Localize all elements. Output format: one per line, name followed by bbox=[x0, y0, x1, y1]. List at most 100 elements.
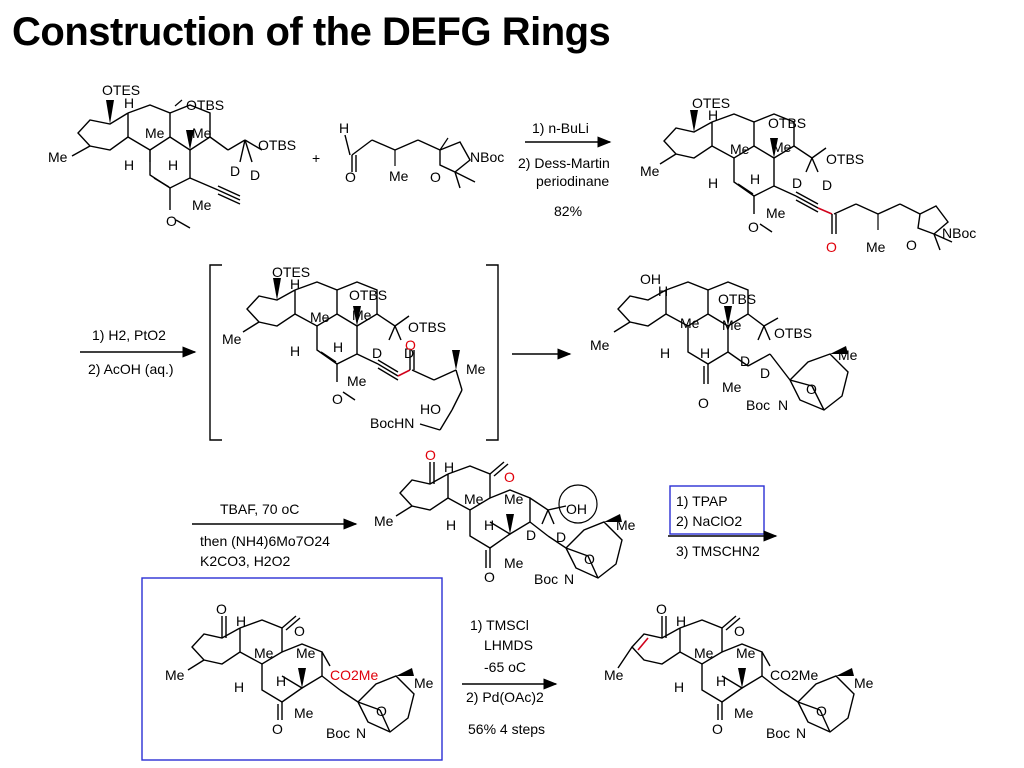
mol5-d-1: D bbox=[740, 353, 750, 369]
mol4-me-alkyne: Me bbox=[347, 373, 367, 389]
mol3-me-alkyne: Me bbox=[766, 205, 786, 221]
mol8-me-ring2: Me bbox=[854, 675, 874, 691]
mol4-otbs-1: OTBS bbox=[349, 287, 387, 303]
mol4-me-mid: Me bbox=[310, 309, 330, 325]
step5-line3: -65 oC bbox=[484, 659, 526, 675]
mol8-me-mid: Me bbox=[694, 645, 714, 661]
mol4-h-mid: H bbox=[333, 339, 343, 355]
mol2-nboc: NBoc bbox=[470, 149, 504, 165]
mol6-h-top: H bbox=[444, 459, 454, 475]
mol3-me-right: Me bbox=[772, 139, 792, 155]
mol7-h-top: H bbox=[236, 613, 246, 629]
mol1-me-mid: Me bbox=[145, 125, 165, 141]
mol5-otbs-2: OTBS bbox=[774, 325, 812, 341]
mol5-h-mid: H bbox=[700, 345, 710, 361]
mol4-d-1: D bbox=[372, 345, 382, 361]
mol1-otbs-2: OTBS bbox=[258, 137, 296, 153]
mol7-ketone-o-1: O bbox=[216, 601, 227, 617]
mol1-h-bottom: H bbox=[124, 157, 134, 173]
molecule-1-steroid-ynol bbox=[71, 99, 263, 229]
mol8-h-top: H bbox=[676, 613, 686, 629]
mol3-otbs-2: OTBS bbox=[826, 151, 864, 167]
mol4-ketone-o: O bbox=[405, 337, 416, 353]
mol2-o-ring: O bbox=[430, 169, 441, 185]
mol6-me-ring: Me bbox=[374, 513, 394, 529]
mol5-me-ring: Me bbox=[590, 337, 610, 353]
mol4-me-ring: Me bbox=[222, 331, 242, 347]
mol5-me-mid: Me bbox=[680, 315, 700, 331]
mol3-otes: OTES bbox=[692, 95, 730, 111]
mol7-me-right: Me bbox=[296, 645, 316, 661]
mol5-otbs-1: OTBS bbox=[718, 291, 756, 307]
mol3-ketone-o: O bbox=[826, 239, 837, 255]
mol8-ketone-o-3: O bbox=[712, 721, 723, 737]
mol3-h-mid: H bbox=[750, 171, 760, 187]
mol7-h-bottom: H bbox=[234, 679, 244, 695]
mol7-n: N bbox=[356, 725, 366, 741]
step5-line4: 2) Pd(OAc)2 bbox=[466, 689, 544, 705]
mol2-o: O bbox=[345, 169, 356, 185]
mol6-ketone-o-3: O bbox=[484, 569, 495, 585]
molecule-2-aldehyde bbox=[344, 134, 476, 189]
mol8-co2me: CO2Me bbox=[770, 667, 818, 683]
mol8-n: N bbox=[796, 725, 806, 741]
mol8-h-bottom: H bbox=[674, 679, 684, 695]
step1-line1: 1) n-BuLi bbox=[532, 120, 589, 136]
mol6-d-2: D bbox=[556, 529, 566, 545]
mol1-h-mid: H bbox=[168, 157, 178, 173]
mol7-me-mid: Me bbox=[254, 645, 274, 661]
mol6-me-lower: Me bbox=[504, 555, 524, 571]
step1-line2: 2) Dess-Martin bbox=[518, 155, 610, 171]
mol4-d-2: D bbox=[404, 345, 414, 361]
step1-line3: periodinane bbox=[536, 173, 609, 189]
bracket-right bbox=[486, 264, 499, 441]
mol6-oh: OH bbox=[566, 501, 587, 517]
mol5-h-bottom: H bbox=[660, 345, 670, 361]
step2-line2: 2) AcOH (aq.) bbox=[88, 361, 174, 377]
slide-title: Construction of the DEFG Rings bbox=[12, 10, 611, 54]
mol4-bochn: BocHN bbox=[370, 415, 414, 431]
mol5-ketone-o: O bbox=[698, 395, 709, 411]
step1-line4: 82% bbox=[554, 203, 582, 219]
mol6-ketone-o-1: O bbox=[425, 447, 436, 463]
mol6-me-right: Me bbox=[504, 491, 524, 507]
step5-line5: 56% 4 steps bbox=[468, 721, 545, 737]
molecule-3-ynone bbox=[659, 110, 953, 251]
mol7-me-ring2: Me bbox=[414, 675, 434, 691]
mol3-me-ring: Me bbox=[640, 163, 660, 179]
mol3-d-2: D bbox=[822, 177, 832, 193]
mol7-co2me: CO2Me bbox=[330, 667, 378, 683]
mol8-boc: Boc bbox=[766, 725, 790, 741]
step4-highlight-box bbox=[669, 485, 765, 535]
step3-line2: then (NH4)6Mo7O24 bbox=[200, 533, 330, 549]
mol4-ho: HO bbox=[420, 401, 441, 417]
mol6-me-ring2: Me bbox=[616, 517, 636, 533]
mol5-me-right: Me bbox=[722, 317, 742, 333]
mol1-me-ring: Me bbox=[48, 149, 68, 165]
mol1-me-alkyne: Me bbox=[192, 197, 212, 213]
step4-line3: 3) TMSCHN2 bbox=[676, 543, 760, 559]
mol3-me-mid: Me bbox=[730, 141, 750, 157]
mol3-h-top: H bbox=[708, 107, 718, 123]
mol7-me-ring: Me bbox=[165, 667, 185, 683]
product-highlight-box bbox=[141, 577, 443, 761]
mol8-ketone-o-1: O bbox=[656, 601, 667, 617]
mol1-h-top: H bbox=[124, 95, 134, 111]
step4-line1: 1) TPAP bbox=[676, 493, 728, 509]
mol6-boc: Boc bbox=[534, 571, 558, 587]
mol3-o-ring: O bbox=[906, 237, 917, 253]
mol3-o: O bbox=[748, 219, 759, 235]
mol4-otes: OTES bbox=[272, 264, 310, 280]
mol6-h-mid: H bbox=[484, 517, 494, 533]
mol3-nboc: NBoc bbox=[942, 225, 976, 241]
mol6-ketone-o-2: O bbox=[504, 469, 515, 485]
mol8-me-ring: Me bbox=[604, 667, 624, 683]
mol5-n: N bbox=[778, 397, 788, 413]
molecule-7-methyl-ester bbox=[187, 615, 415, 733]
mol3-d-1: D bbox=[792, 175, 802, 191]
mol1-d-1: D bbox=[230, 163, 240, 179]
mol6-o-bridge: O bbox=[584, 551, 595, 567]
molecule-6-alcohol bbox=[395, 461, 623, 579]
step3-line1: TBAF, 70 oC bbox=[220, 501, 299, 517]
mol7-ketone-o-2: O bbox=[294, 623, 305, 639]
